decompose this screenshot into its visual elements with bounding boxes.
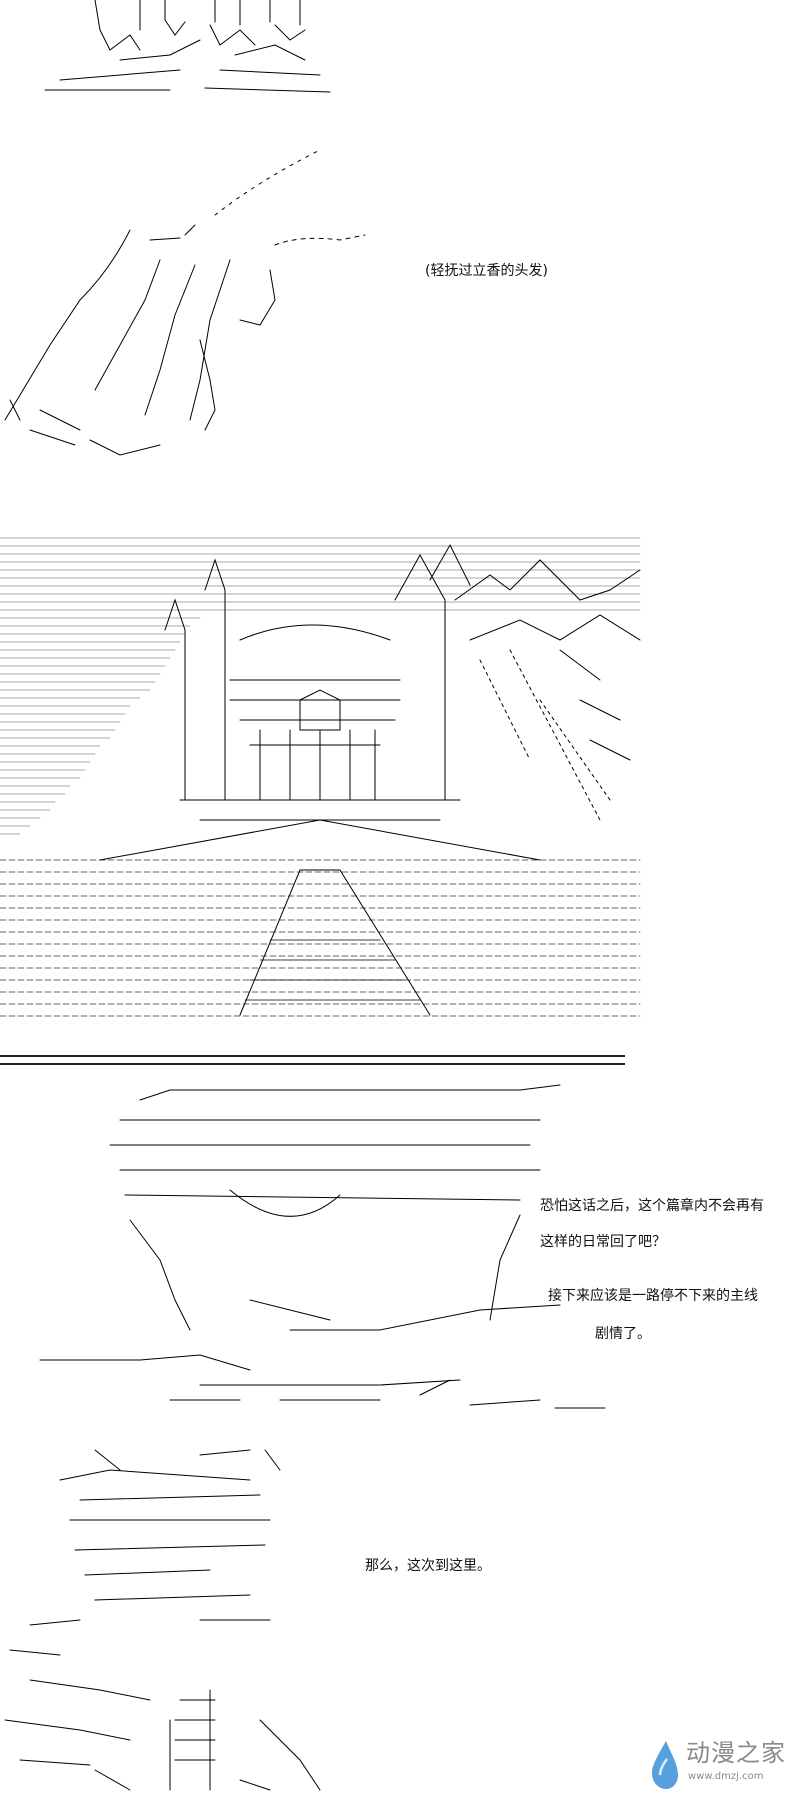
hand-art	[4, 149, 366, 456]
water-drop-icon	[652, 1741, 678, 1789]
feet-art	[44, 0, 331, 93]
landscape-sky	[0, 537, 641, 835]
watermark-url: www.dmzj.com	[688, 1771, 764, 1782]
caption-next-line2: 剧情了。	[595, 1326, 651, 1342]
castle-art	[164, 543, 471, 821]
character-portrait-art	[39, 1084, 606, 1409]
caption-stroke-head: (轻抚过立香的头发)	[425, 263, 548, 279]
caption-next-line1: 接下来应该是一路停不下来的主线	[548, 1288, 758, 1304]
site-watermark: 动漫之家 www.dmzj.com	[648, 1735, 798, 1795]
watermark-site-name: 动漫之家	[686, 1739, 786, 1767]
character-lower-art	[4, 1449, 321, 1791]
section-divider	[0, 1055, 625, 1065]
caption-afraid-line2: 这样的日常回了吧？	[540, 1234, 666, 1250]
ground-art	[0, 819, 641, 1017]
caption-afraid-line1: 恐怕这话之后，这个篇章内不会再有	[540, 1198, 764, 1214]
caption-ending: 那么，这次到这里。	[365, 1558, 491, 1574]
mountains-art	[454, 559, 641, 821]
